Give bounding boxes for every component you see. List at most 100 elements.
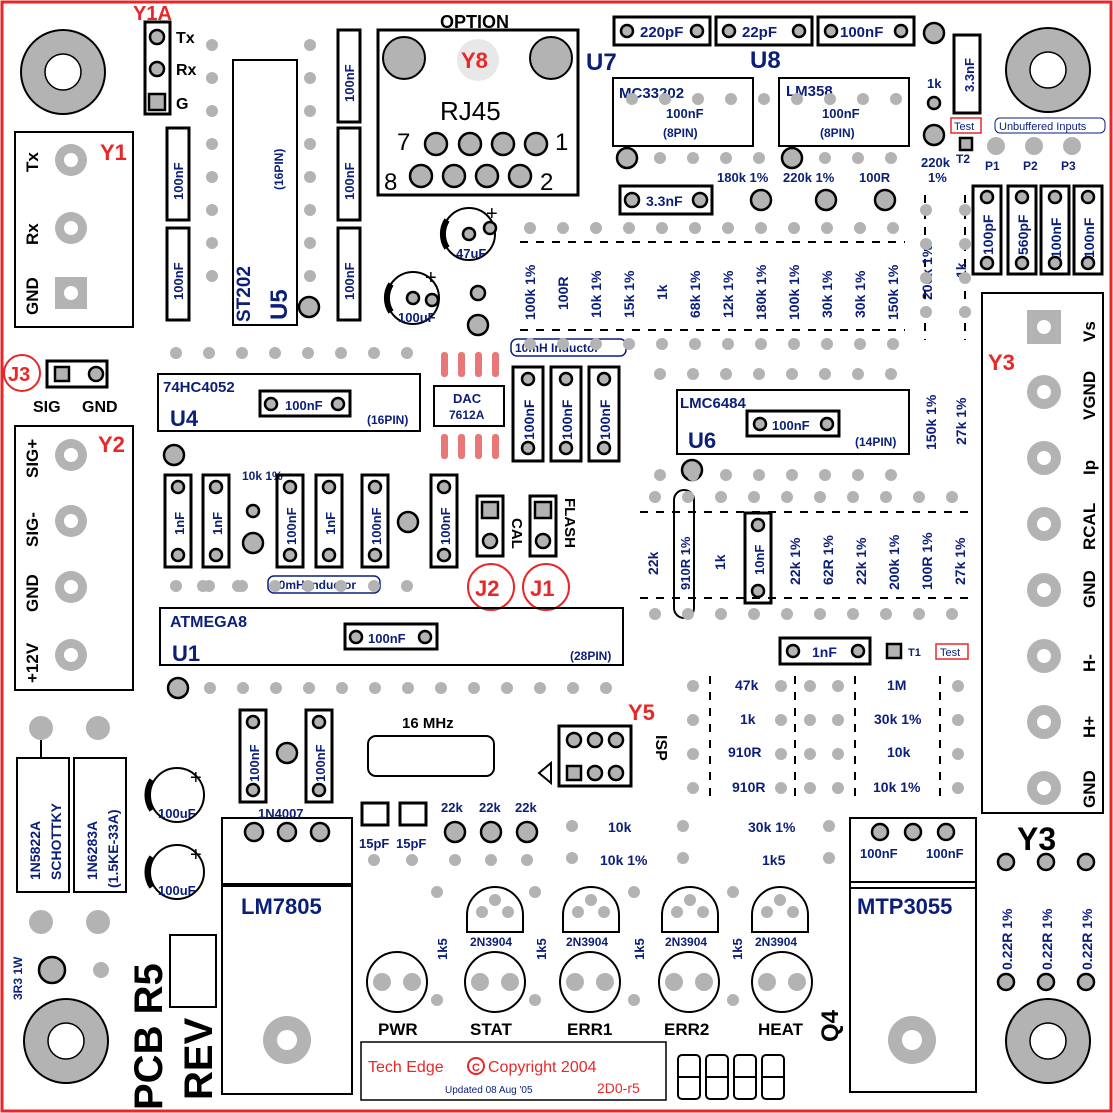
via-pad <box>748 608 760 620</box>
via-pad <box>431 994 443 1006</box>
dac-label: DAC <box>453 391 482 406</box>
svg-text:100k 1%: 100k 1% <box>522 264 538 320</box>
p1-label: P1 <box>985 159 1000 173</box>
r-150k-mid: 150k 1% <box>923 394 939 450</box>
rj45-label: RJ45 <box>440 96 501 126</box>
svg-text:15k 1%: 15k 1% <box>621 270 637 318</box>
d1-part: 1N5822A <box>27 821 43 880</box>
via-pad <box>832 680 844 692</box>
via-pad <box>946 608 958 620</box>
y1a-rx-label: Rx <box>176 62 197 79</box>
u8-pins: (8PIN) <box>820 126 855 140</box>
via-pad <box>302 347 314 359</box>
via-pad <box>304 171 316 183</box>
u5-side-caps: 100nF 100nF 100nF 100nF 100nF <box>165 28 362 322</box>
dac-chip <box>433 385 505 427</box>
cap-3-3nf-top: 3.3nF <box>962 58 977 92</box>
svg-text:10k 1%: 10k 1% <box>588 270 604 318</box>
via-pad <box>852 469 864 481</box>
ref-j2: J2 <box>475 576 499 601</box>
via-pad <box>715 608 727 620</box>
ref-y8: Y8 <box>461 48 488 73</box>
shunt-resistors: 0.22R 1% 0.22R 1% 0.22R 1% <box>996 852 1096 992</box>
u4-side-caps: 100nF 100nF 100nF <box>511 365 621 463</box>
cap-100uf-low-2: 100uF <box>158 883 196 898</box>
via-pad <box>654 152 666 164</box>
diode-1n5822 <box>16 757 70 893</box>
svg-text:2N3904: 2N3904 <box>755 935 797 949</box>
via-pad <box>804 748 816 760</box>
via-pad <box>755 222 767 234</box>
via-pad <box>336 682 348 694</box>
y2-sigm-label: SIG- <box>23 512 42 547</box>
u4-pins: (16PIN) <box>367 413 408 427</box>
via-pad <box>824 93 836 105</box>
svg-text:1k: 1k <box>712 554 728 570</box>
via-pad <box>600 682 612 694</box>
via-pad <box>753 469 765 481</box>
inductor-label-top: 10mH Inductor <box>515 341 599 355</box>
via-pad <box>832 748 844 760</box>
p3-label: P3 <box>1061 159 1076 173</box>
d2-part: 1N6283A <box>84 821 100 880</box>
isp-label: ISP <box>652 735 669 761</box>
via-pad <box>682 491 694 503</box>
ref-y3: Y3 <box>988 350 1015 375</box>
u4-ref: U4 <box>170 406 199 431</box>
copyright-icon <box>467 1057 485 1075</box>
u7-cap: 100nF <box>666 106 704 121</box>
via-pad <box>206 138 218 150</box>
via-pad <box>819 469 831 481</box>
via-pad <box>304 204 316 216</box>
via-pad <box>821 222 833 234</box>
via-pad <box>920 238 932 250</box>
r-27k-mid: 27k 1% <box>953 397 969 445</box>
via-pad <box>727 994 739 1006</box>
r-100r-top: 100R <box>859 170 891 185</box>
via-pad <box>269 580 281 592</box>
ref-y2: Y2 <box>98 432 125 457</box>
p2-label: P2 <box>1023 159 1038 173</box>
via-pad <box>832 782 844 794</box>
via-pad <box>727 886 739 898</box>
via-pad <box>566 820 578 832</box>
via-pad <box>920 204 932 216</box>
via-pad <box>435 682 447 694</box>
svg-text:1nF: 1nF <box>323 512 338 535</box>
svg-text:10k: 10k <box>887 744 911 760</box>
resistor-grid: 47k 1k 910R 910R 1M 30k 1% 10k 10k 1% <box>709 676 941 800</box>
via-pad <box>819 368 831 380</box>
via-pad <box>335 347 347 359</box>
y1a-header <box>143 20 172 116</box>
crystal-label: 16 MHz <box>402 715 454 732</box>
transistor-row: 2N3904 2N3904 2N3904 2N3904 1k5 1k5 1k5 … <box>435 886 809 960</box>
y3-rcal-label: RCAL <box>1080 503 1099 550</box>
svg-text:10k 1%: 10k 1% <box>873 779 921 795</box>
via-pad <box>753 368 765 380</box>
via-pad <box>197 580 209 592</box>
via-pad <box>304 105 316 117</box>
svg-text:100nF: 100nF <box>342 64 357 102</box>
via-pad <box>890 93 902 105</box>
diode-1n6283 <box>73 757 127 893</box>
mtp3055-body <box>849 881 977 1093</box>
svg-text:100nF: 100nF <box>171 162 186 200</box>
r-220k-top: 220k <box>921 155 951 170</box>
led-err1-label: ERR1 <box>567 1020 612 1039</box>
via-pad <box>431 886 443 898</box>
via-pad <box>557 338 569 350</box>
rj45-footprint <box>376 28 580 197</box>
via-pad <box>566 852 578 864</box>
u5-chip <box>232 59 298 326</box>
y1-tx-label: Tx <box>23 152 42 172</box>
u4-chip <box>157 373 421 432</box>
cap-3-3nf-mid: 3.3nF <box>646 193 683 209</box>
pcb-rev-label: PCB R5 <box>127 963 171 1110</box>
mount-hole-bottom-left <box>23 998 109 1084</box>
via-pad <box>402 682 414 694</box>
via-pad <box>920 306 932 318</box>
right-vertical-caps: 100pF 560pF 100nF 100nF <box>971 184 1104 276</box>
via-pad <box>823 852 835 864</box>
mount-hole-top-left <box>20 29 106 115</box>
